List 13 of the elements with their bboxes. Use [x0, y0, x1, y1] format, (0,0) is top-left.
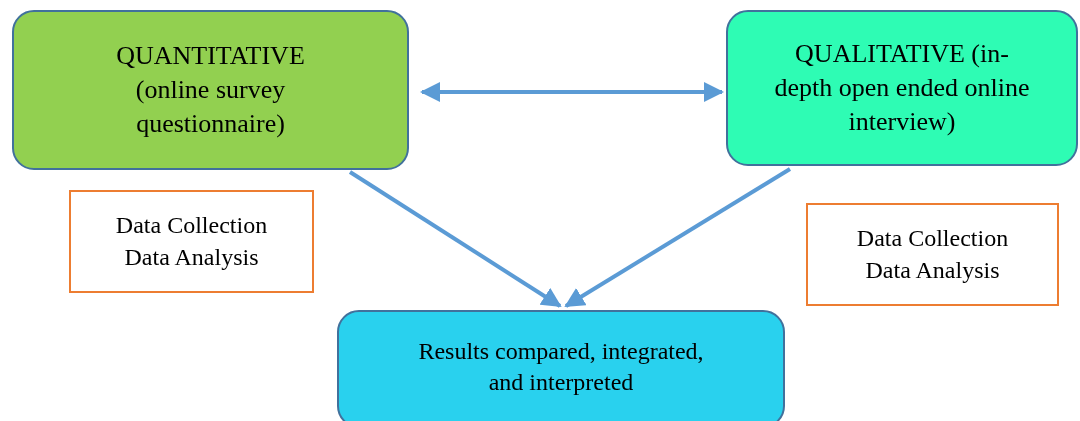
box-label: Data Collection Data Analysis	[114, 211, 269, 272]
step-box	[806, 203, 1059, 306]
arrow	[420, 82, 724, 102]
box-label: QUANTITATIVE (online survey questionnaire)	[115, 40, 306, 140]
method-box	[726, 10, 1078, 166]
step-box	[69, 190, 314, 293]
method-box	[12, 10, 409, 170]
result-box	[337, 310, 785, 421]
box-label: Data Collection Data Analysis	[855, 224, 1010, 285]
arrow	[348, 170, 562, 308]
box-label: Results compared, integrated, and interpreted	[417, 337, 705, 398]
box-label: QUALITATIVE (in-depth open ended online interview)	[773, 38, 1031, 138]
arrow	[564, 167, 792, 308]
